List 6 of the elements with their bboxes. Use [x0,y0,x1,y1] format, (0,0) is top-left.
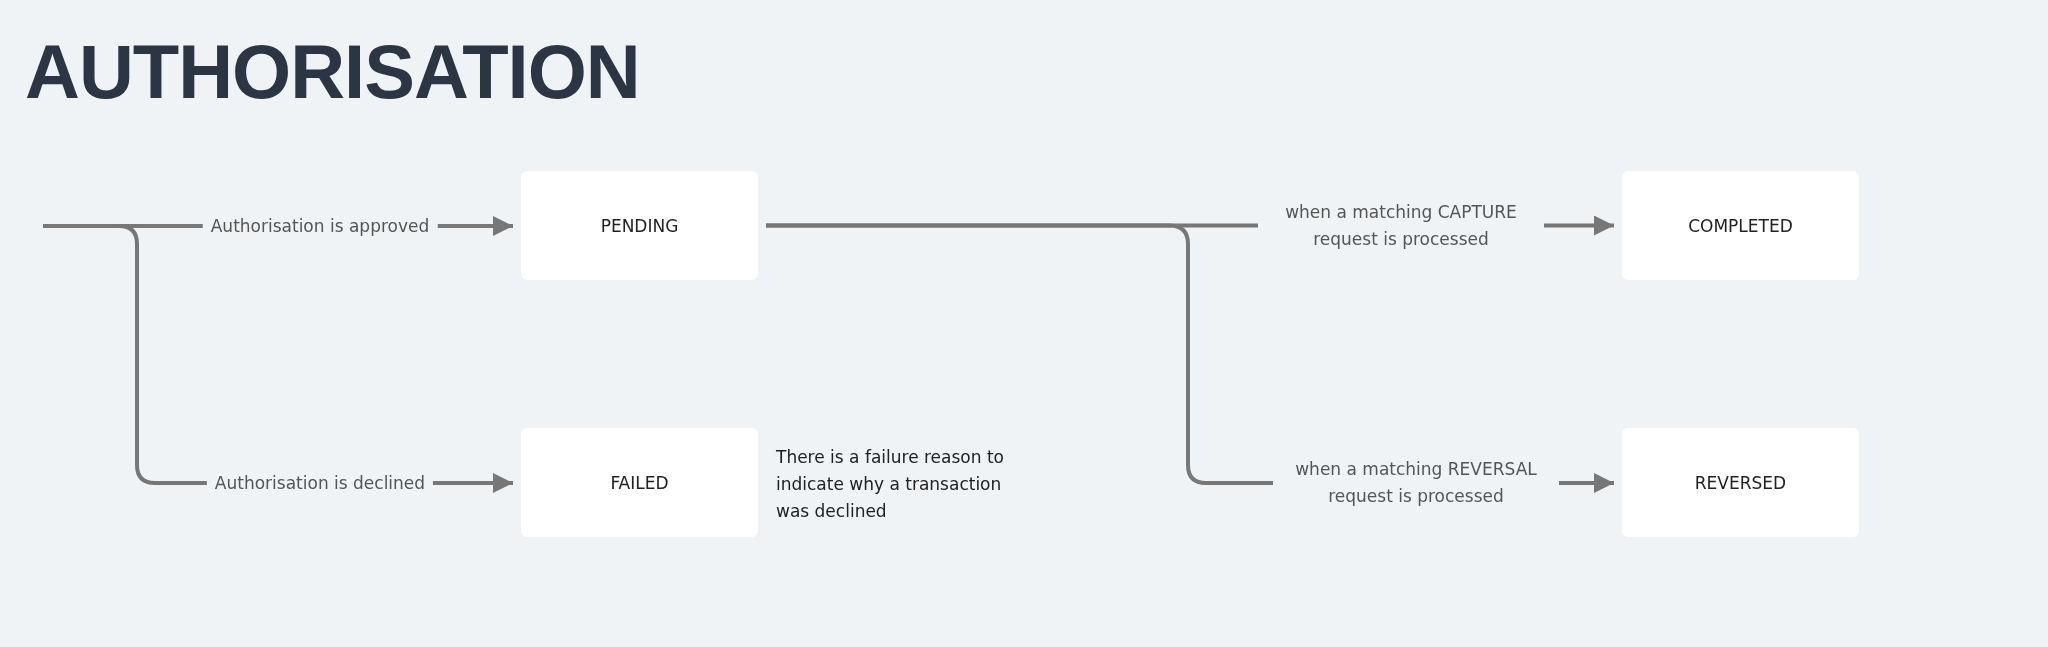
state-name: REVERSED [1694,472,1787,493]
state-name: PENDING [600,215,679,236]
state-name: COMPLETED [1688,215,1793,236]
note-text: There is a failure reason to indicate why a transaction was declined [776,446,1005,523]
diagram-title: AUTHORISATION [25,28,640,115]
state-name: FAILED [610,472,669,493]
